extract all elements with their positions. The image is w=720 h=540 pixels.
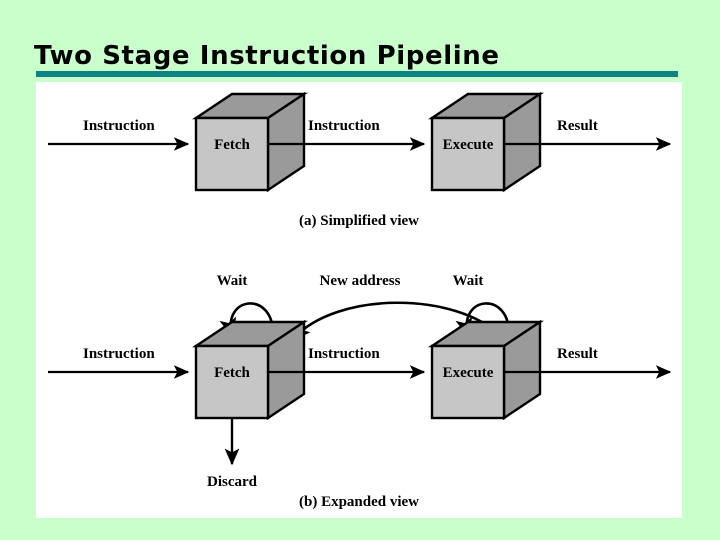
expanded-view-group: Wait New address Wait Instruction Fetch xyxy=(48,273,672,510)
simplified-input-label: Instruction xyxy=(83,118,155,134)
simplified-output-label: Result xyxy=(557,118,598,134)
simplified-middle-label: Instruction xyxy=(308,118,380,134)
expanded-fetch-label: Fetch xyxy=(214,365,250,381)
expanded-middle-label: Instruction xyxy=(308,346,380,362)
page-title: Two Stage Instruction Pipeline xyxy=(34,41,500,71)
expanded-input-label: Instruction xyxy=(83,346,155,362)
expanded-execute-box-front-face xyxy=(430,344,506,420)
pipeline-diagram: Instruction Fetch Instruction Execute xyxy=(48,91,672,510)
expanded-execute-box: Execute xyxy=(428,319,544,421)
fetch-box-front-face xyxy=(194,116,270,192)
expanded-wait-left-label: Wait xyxy=(217,273,248,289)
expanded-view-caption: (b) Expanded view xyxy=(299,494,419,510)
expanded-wait-right-label: Wait xyxy=(453,273,484,289)
expanded-new-address-label: New address xyxy=(320,273,401,289)
simplified-view-caption: (a) Simplified view xyxy=(299,213,419,229)
title-underline-rule xyxy=(36,71,678,77)
expanded-fetch-box-front-face xyxy=(194,344,270,420)
simplified-fetch-box: Fetch xyxy=(192,91,308,193)
expanded-discard-label: Discard xyxy=(207,474,258,490)
simplified-view-group: Instruction Fetch Instruction Execute xyxy=(48,91,672,229)
simplified-execute-box: Execute xyxy=(428,91,544,193)
expanded-execute-label: Execute xyxy=(443,365,494,381)
simplified-fetch-label: Fetch xyxy=(214,137,250,153)
simplified-execute-label: Execute xyxy=(443,137,494,153)
expanded-fetch-box: Fetch xyxy=(192,319,308,421)
expanded-output-label: Result xyxy=(557,346,598,362)
execute-box-front-face xyxy=(430,116,506,192)
figure-panel: Instruction Fetch Instruction Execute xyxy=(36,82,682,518)
